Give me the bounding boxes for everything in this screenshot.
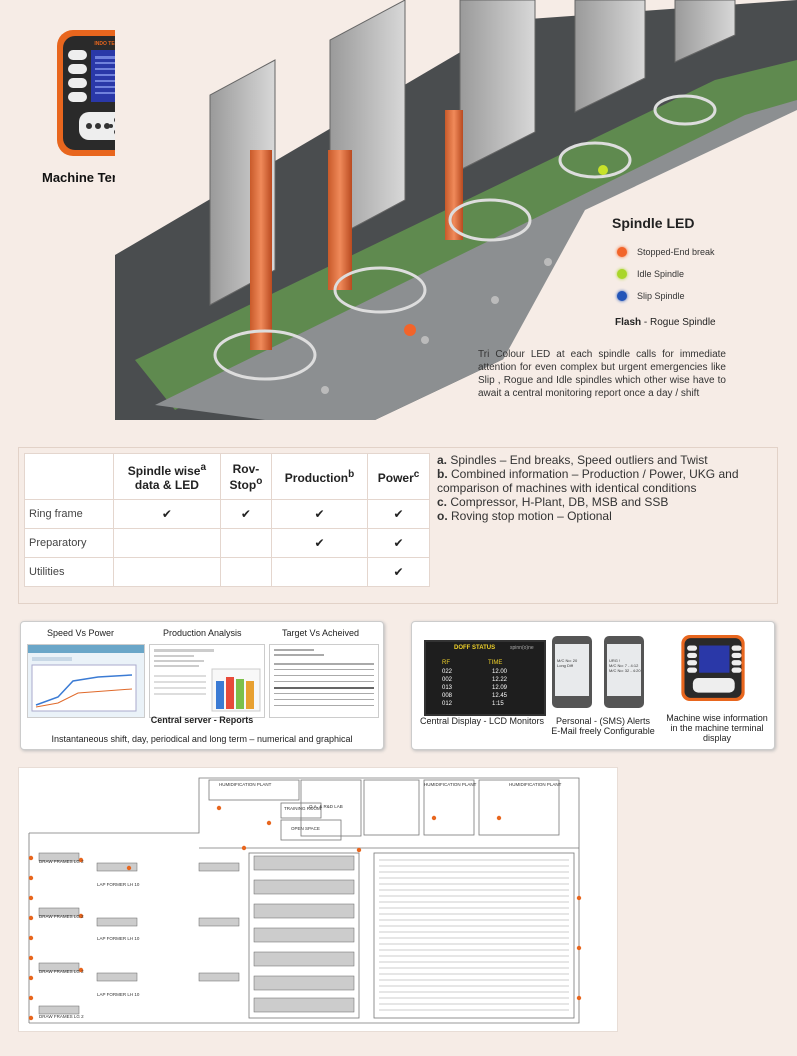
led-description: Tri Colour LED at each spindle calls for…: [478, 349, 726, 399]
terminal-info-caption: Machine wise information in the machine …: [666, 713, 768, 743]
note-c: c. Compressor, H-Plant, DB, MSB and SSB: [437, 495, 669, 509]
plan-label: OPEN SPACE: [291, 826, 320, 831]
plan-label: LAP FORMER LH 10: [97, 936, 140, 941]
check-icon: ✔: [367, 557, 430, 587]
check-icon: ✔: [367, 499, 430, 529]
led-item-label: Stopped-End break: [637, 247, 715, 257]
row-label: Utilities: [24, 557, 114, 587]
plan-label: TRAINING ROOM: [284, 806, 321, 811]
header-production: Productionb: [270, 453, 369, 500]
check-icon: ✔: [367, 528, 430, 558]
floor-plan-diagram: DRAW FRAMES LG 2 DRAW FRAMES LG 2 DRAW F…: [18, 767, 618, 1032]
reports-panel: Speed Vs Power Production Analysis Targe…: [20, 621, 384, 750]
note-a: a. Spindles – End breaks, Speed outliers…: [437, 453, 708, 467]
table-row: Preparatory ✔✔: [24, 528, 430, 558]
phone-1: M/C No: 20 Long Diff: [552, 636, 592, 708]
sms-caption: Personal - (SMS) Alerts E-Mail freely Co…: [551, 716, 655, 736]
plan-label: LAP FORMER LH 10: [97, 992, 140, 997]
header-rovstop: Rov-Stopo: [219, 453, 273, 500]
led-item-idle: Idle Spindle: [612, 263, 792, 285]
row-label: Ring frame: [24, 499, 114, 529]
plan-label: Q.A. & R&D LAB: [309, 804, 343, 809]
plan-label: DRAW FRAMES LG 2: [39, 914, 84, 919]
plan-label: HUMIDIFICATION PLANT: [509, 782, 562, 787]
row-label: Preparatory: [24, 528, 114, 558]
led-item-slip: Slip Spindle: [612, 285, 792, 307]
plan-label: DRAW FRAMES LG 2: [39, 859, 84, 864]
blue-led-icon: [617, 291, 627, 301]
flash-label: Flash: [615, 317, 642, 328]
reports-subcaption: Instantaneous shift, day, periodical and…: [51, 734, 353, 744]
empty-cell: [113, 528, 221, 558]
plan-label: DRAW FRAMES LG 2: [39, 1014, 84, 1019]
feature-notes: a. Spindles – End breaks, Speed outliers…: [437, 453, 772, 523]
report-title-target: Target Vs Acheived: [282, 628, 360, 638]
plan-label: LAP FORMER LH 10: [97, 882, 140, 887]
lcd-caption: Central Display - LCD Monitors: [419, 716, 545, 726]
empty-cell: [270, 557, 369, 587]
empty-cell: [113, 557, 221, 587]
report-title-speed: Speed Vs Power: [47, 628, 115, 638]
production-analysis-screenshot: [149, 644, 265, 718]
led-item-stopped: Stopped-End break: [612, 241, 792, 263]
led-legend: Spindle LED Stopped-End break Idle Spind…: [612, 215, 792, 328]
orange-led-icon: [617, 247, 627, 257]
table-row: Utilities ✔: [24, 557, 430, 587]
green-led-icon: [617, 269, 627, 279]
terminal-small-image: [680, 634, 746, 702]
note-o: o. Roving stop motion – Optional: [437, 509, 612, 523]
led-item-label: Slip Spindle: [637, 291, 685, 301]
flash-description: - Rogue Spindle: [643, 317, 716, 328]
empty-cell: [219, 557, 273, 587]
check-icon: ✔: [219, 499, 273, 529]
plan-label: HUMIDIFICATION PLANT: [219, 782, 272, 787]
note-b: b. Combined information – Production / P…: [437, 467, 739, 495]
plan-label: HUMIDIFICATION PLANT: [424, 782, 477, 787]
spindle-photo: [115, 0, 797, 420]
target-achieved-screenshot: [269, 644, 379, 718]
check-icon: ✔: [113, 499, 221, 529]
phone-2: URG ! M/C No: 7 - 4:12 M/C No: 32 - 4:20: [604, 636, 644, 708]
empty-cell: [219, 528, 273, 558]
led-legend-title: Spindle LED: [612, 215, 695, 231]
led-flash-row: Flash - Rogue Spindle: [612, 317, 792, 328]
check-icon: ✔: [270, 499, 369, 529]
led-item-label: Idle Spindle: [637, 269, 685, 279]
table-row: Ring frame✔✔✔✔: [24, 499, 430, 529]
header-power: Powerc: [367, 453, 430, 500]
report-title-production: Production Analysis: [163, 628, 242, 638]
speed-power-screenshot: [27, 644, 145, 718]
plan-label: DRAW FRAMES LG 2: [39, 969, 84, 974]
check-icon: ✔: [270, 528, 369, 558]
reports-caption: Central server - Reports: [150, 715, 254, 725]
